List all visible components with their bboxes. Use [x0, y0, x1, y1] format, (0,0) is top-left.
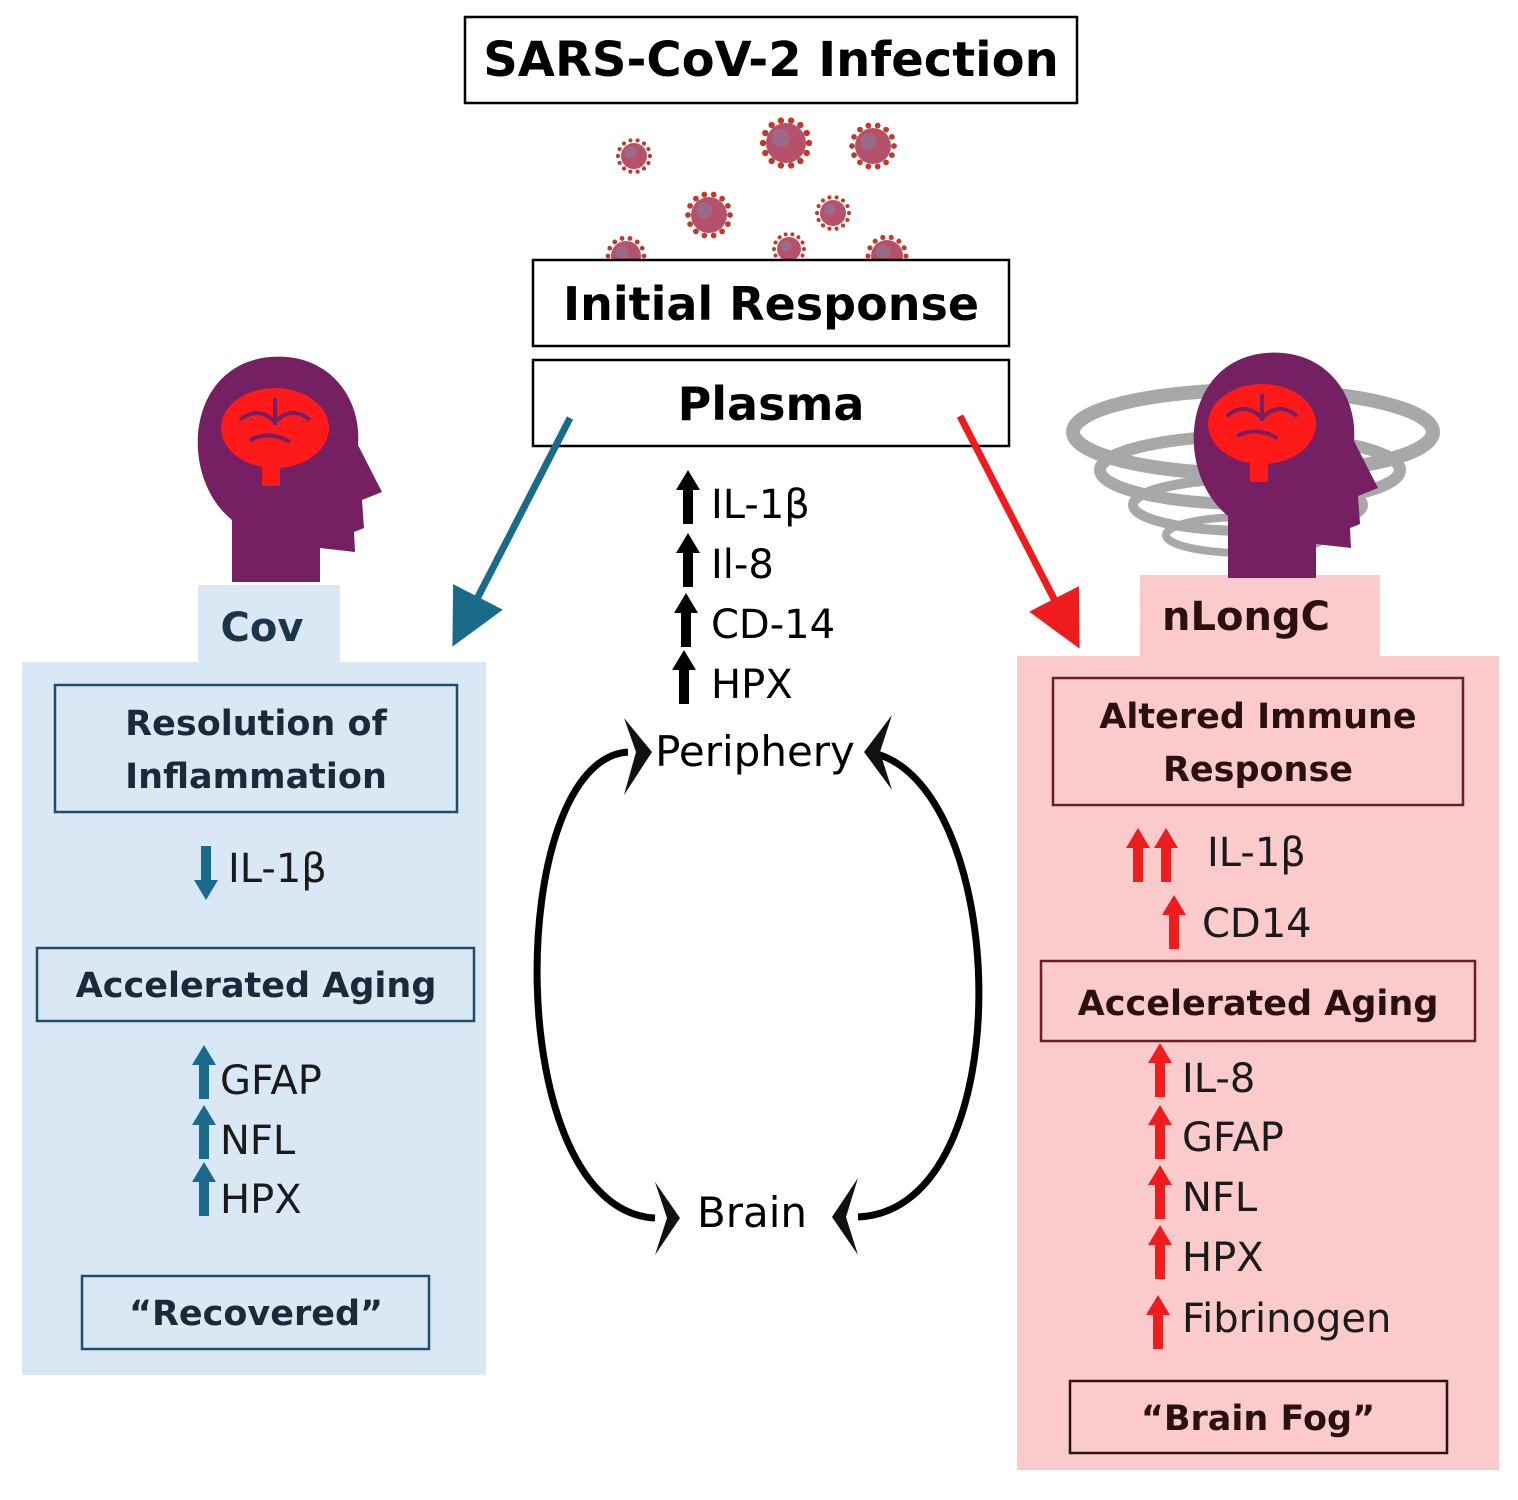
- altered-immune-line2: Response: [1163, 750, 1353, 790]
- cov-tag: Cov: [221, 605, 304, 651]
- nlongc-cd14: CD14: [1202, 901, 1312, 947]
- cov-aging-box: [35, 946, 476, 1023]
- arrow-to-nlongc: [956, 414, 1080, 649]
- recovered-box: [80, 1274, 431, 1351]
- cov-brain-icon: [221, 388, 329, 486]
- cov-tag-box: [198, 585, 340, 665]
- altered-immune-box: [1051, 676, 1465, 807]
- nlongc-brain-icon: [1208, 384, 1316, 482]
- nlongc-marker: NFL: [1182, 1175, 1258, 1221]
- title-box: [463, 15, 1079, 105]
- plasma-box: [531, 358, 1011, 448]
- central-marker: IL-1β: [711, 482, 810, 528]
- cov-head-icon: [197, 356, 382, 582]
- initial-response-box: [531, 258, 1011, 348]
- nlongc-il1b: IL-1β: [1207, 830, 1306, 876]
- central-marker: CD-14: [711, 602, 835, 648]
- virus-icon: [685, 191, 733, 239]
- brain-label: Brain: [697, 1188, 807, 1237]
- central-up-arrow: [672, 650, 696, 704]
- cov-marker: NFL: [220, 1118, 296, 1164]
- nlongc-marker: Fibrinogen: [1182, 1296, 1391, 1342]
- nlongc-tag: nLongC: [1162, 594, 1330, 640]
- central-marker: Il-8: [711, 542, 774, 588]
- recovered-label: “Recovered”: [129, 1294, 383, 1334]
- cov-marker: HPX: [220, 1177, 302, 1223]
- altered-immune-line1: Altered Immune: [1099, 697, 1416, 737]
- nlongc-marker: IL-8: [1182, 1056, 1255, 1102]
- central-up-arrow: [676, 533, 700, 587]
- initial-response-label: Initial Response: [563, 277, 979, 331]
- right-loop-curve: [857, 748, 983, 1221]
- left-loop-curve: [533, 748, 656, 1222]
- cov-aging-label: Accelerated Aging: [76, 966, 437, 1006]
- central-up-arrow: [674, 593, 698, 647]
- virus-particles: [605, 117, 909, 278]
- nlongc-head-icon: [1193, 352, 1378, 578]
- nlongc-aging-box: [1039, 959, 1477, 1043]
- virus-icon: [849, 122, 897, 170]
- arrowhead-to-periphery-right: [864, 715, 892, 790]
- cov-marker: GFAP: [220, 1058, 322, 1104]
- nlongc-tag-box: [1140, 575, 1380, 657]
- virus-icon: [759, 117, 813, 169]
- central-marker: HPX: [711, 662, 793, 708]
- nlongc-marker: HPX: [1182, 1235, 1264, 1281]
- cov-il1b: IL-1β: [228, 846, 327, 892]
- brain-fog-box: [1068, 1379, 1449, 1455]
- arrowhead-to-periphery-left: [624, 718, 652, 795]
- title: SARS-CoV-2 Infection: [483, 32, 1059, 88]
- virus-icon: [615, 138, 653, 174]
- nlongc-aging-label: Accelerated Aging: [1078, 984, 1439, 1024]
- nlongc-marker: GFAP: [1182, 1115, 1284, 1161]
- resolution-box: [53, 683, 459, 814]
- arrowhead-to-brain-right: [832, 1178, 858, 1255]
- arrowhead-to-brain-left: [655, 1182, 680, 1255]
- central-up-arrow: [676, 470, 700, 524]
- periphery-label: Periphery: [655, 727, 855, 776]
- brain-fog-label: “Brain Fog”: [1141, 1399, 1375, 1439]
- virus-icon: [772, 232, 806, 266]
- resolution-line1: Resolution of: [125, 704, 387, 744]
- resolution-line2: Inflammation: [125, 757, 387, 797]
- arrow-to-cov: [452, 416, 574, 647]
- plasma-label: Plasma: [678, 377, 865, 431]
- virus-icon: [814, 195, 852, 231]
